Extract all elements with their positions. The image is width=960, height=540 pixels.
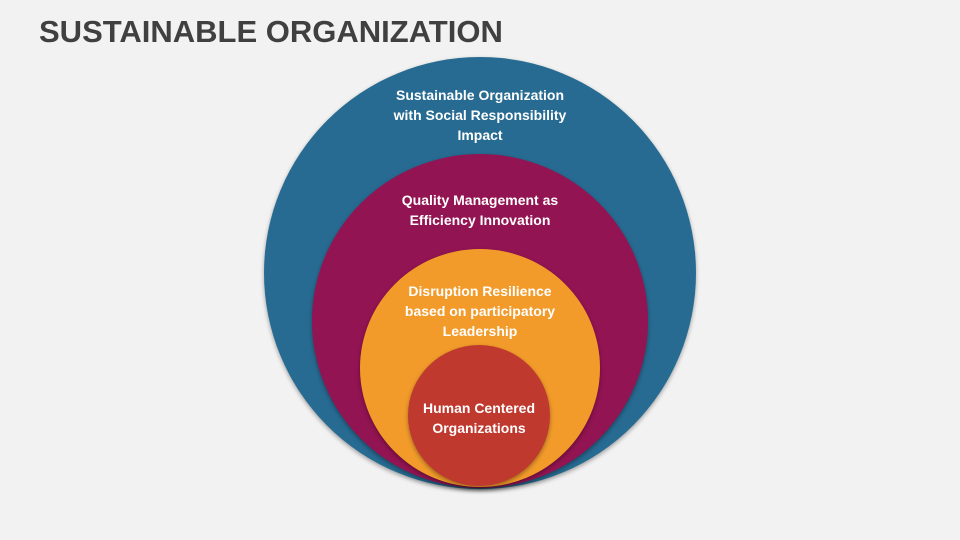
label-line: Sustainable Organization [395,87,565,103]
label-line: Organizations [432,420,526,436]
label-line: Leadership [442,323,518,339]
label-line: based on participatory [404,303,556,319]
ring-human-centered-core: Human Centered Organizations [408,345,550,486]
label-line: Efficiency Innovation [409,212,551,228]
label-line: Quality Management as [401,192,559,208]
ring-outer-label: Sustainable Organization with Social Res… [264,85,696,145]
ring-core-label: Human Centered Organizations [408,398,550,438]
ring-quality-label: Quality Management as Efficiency Innovat… [312,190,648,230]
ring-disruption-label: Disruption Resilience based on participa… [360,281,600,341]
label-line: with Social Responsibility [393,107,567,123]
label-line: Human Centered [422,400,536,416]
slide-title: SUSTAINABLE ORGANIZATION [39,14,503,49]
label-line: Impact [457,127,503,143]
label-line: Disruption Resilience [408,283,552,299]
